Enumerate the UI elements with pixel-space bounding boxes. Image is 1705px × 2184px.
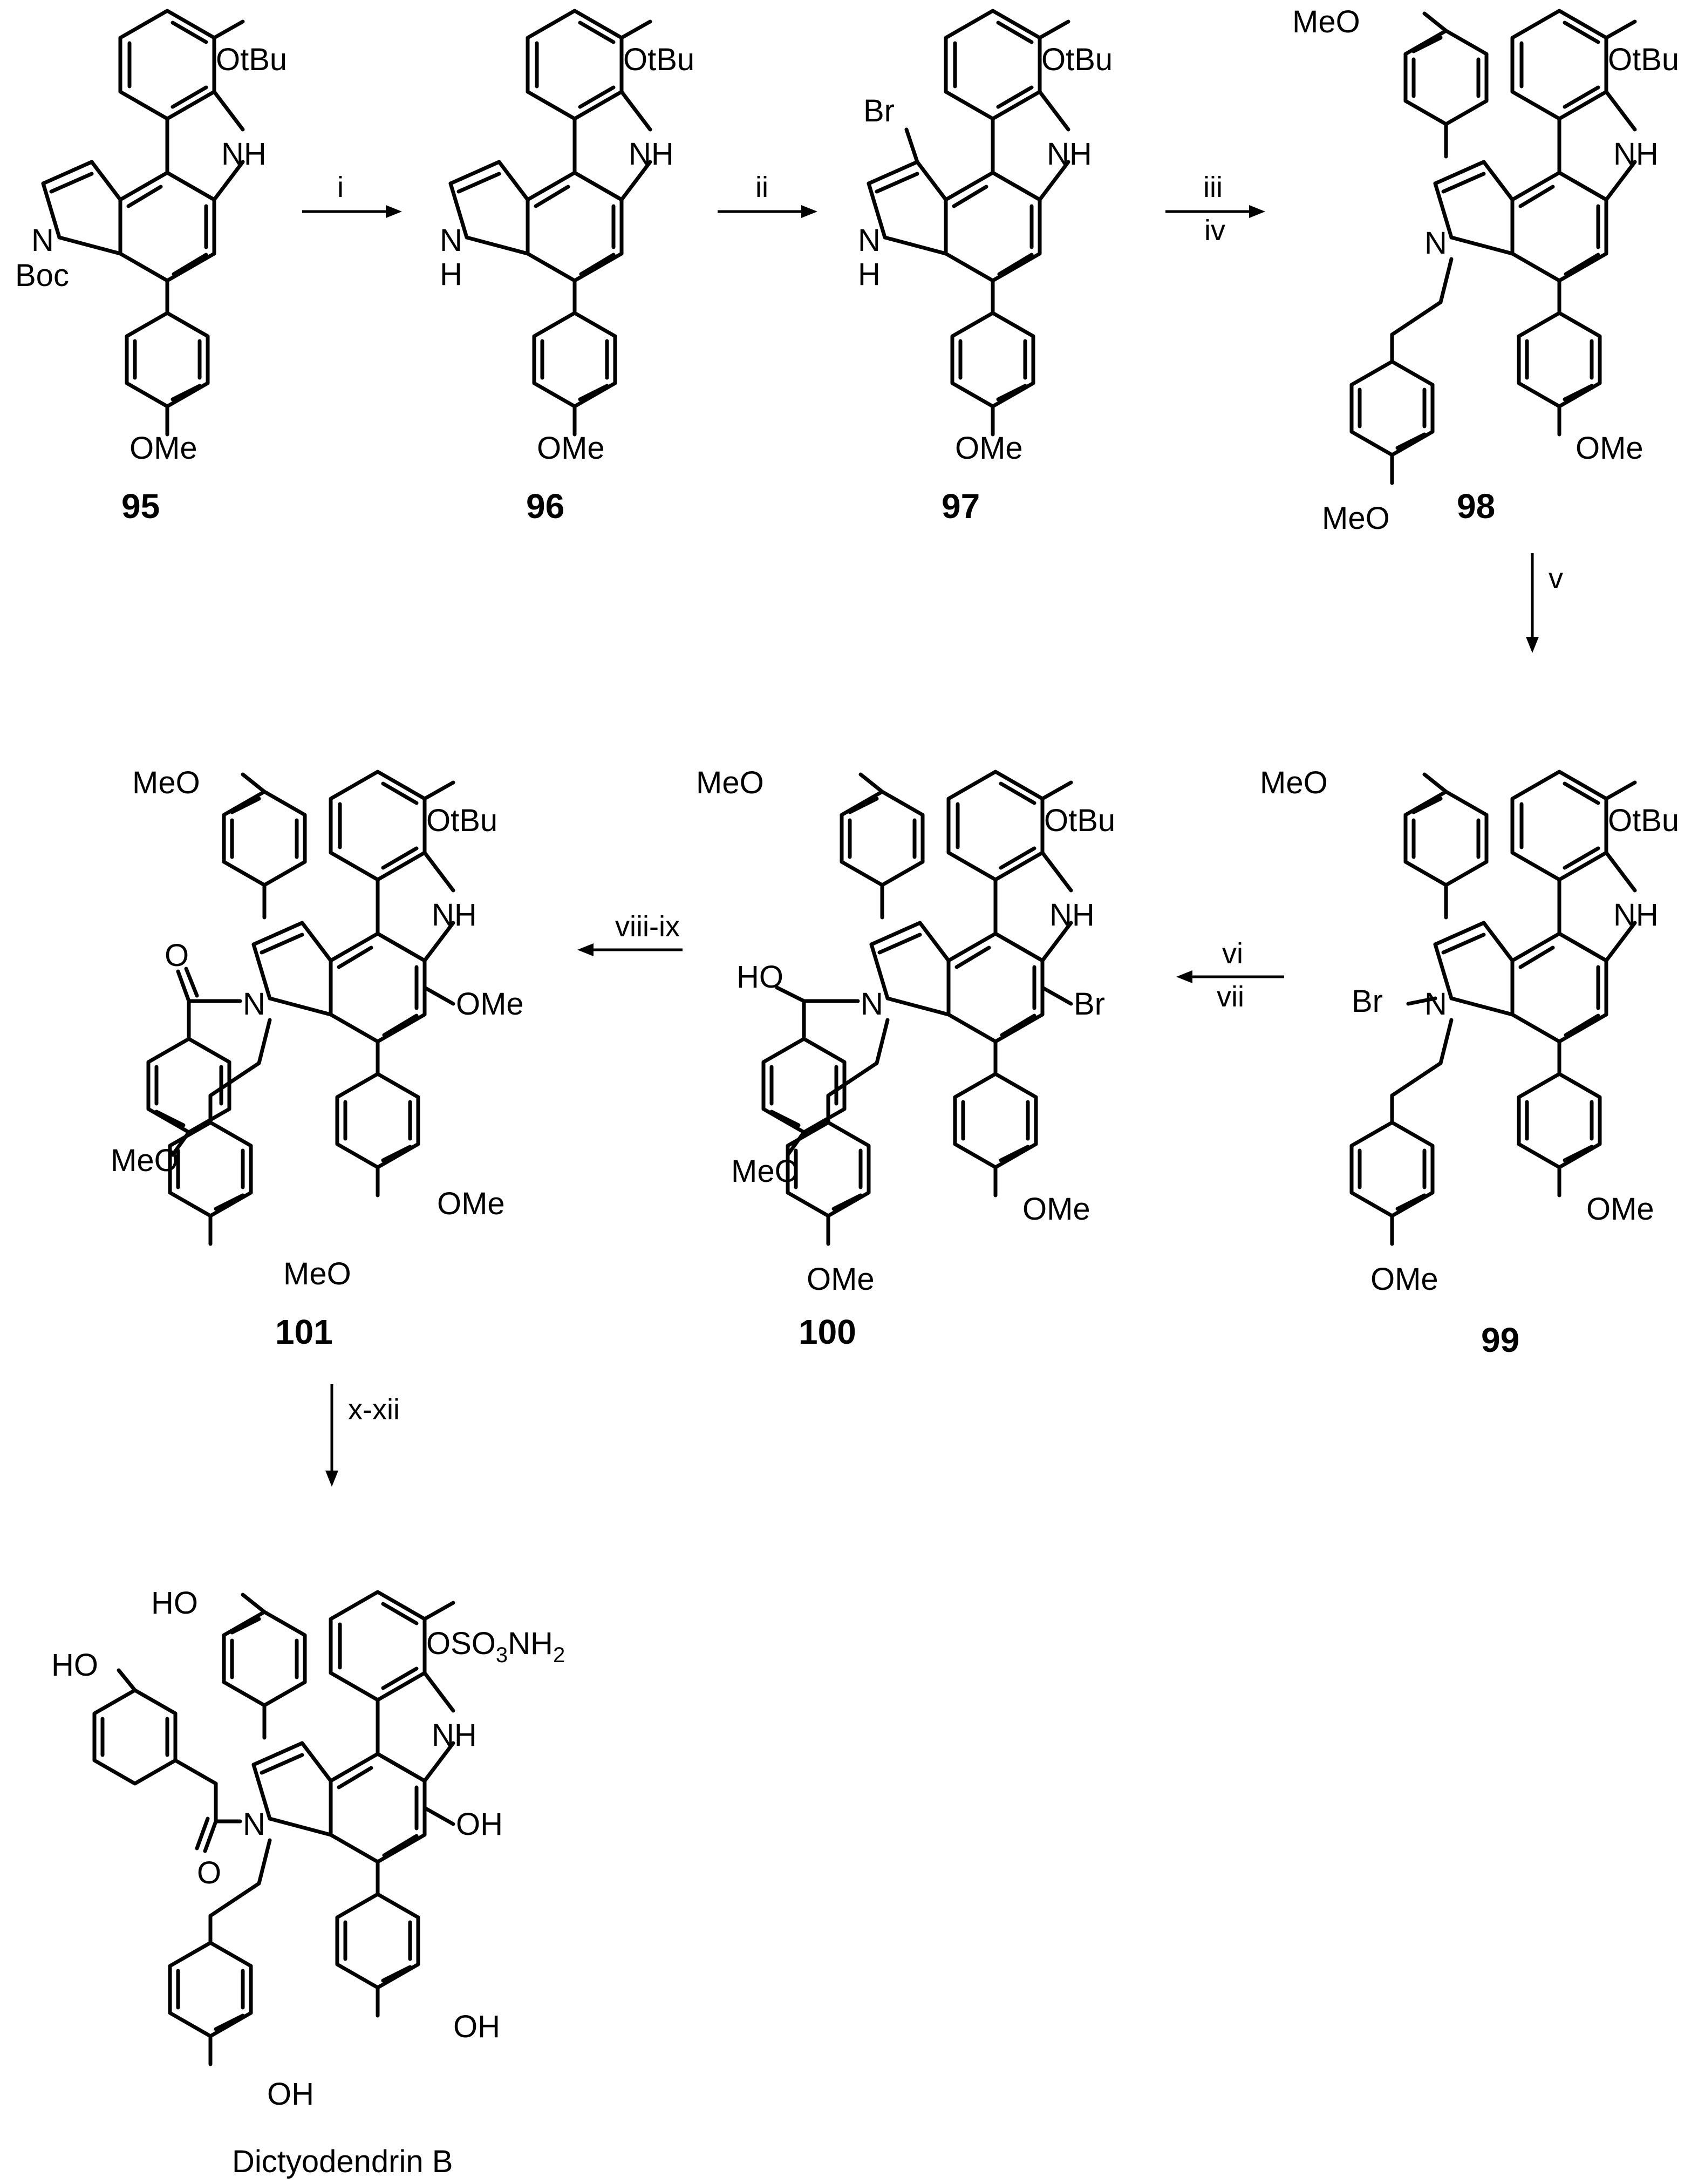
reagent-label: ii <box>755 171 768 203</box>
arrow-vi-vii: vi vii <box>1176 937 1284 1013</box>
compound-99: OtBu NH N Br MeO OMe OMe 99 <box>1260 765 1679 1359</box>
atom-label: H <box>858 257 881 292</box>
atom-label: OtBu <box>216 42 287 77</box>
atom-label: OtBu <box>623 42 694 77</box>
atom-label: MeO <box>132 765 200 800</box>
atom-label: N <box>861 986 883 1022</box>
atom-label: MeO <box>696 765 764 800</box>
arrow-iii-iv: iii iv <box>1165 171 1265 247</box>
atom-label: NH <box>1049 897 1095 933</box>
compound-96: OtBu NH N H OMe 96 <box>440 11 694 526</box>
compound-95: OtBu NH N Boc OMe 95 <box>15 11 287 526</box>
reagent-label: viii-ix <box>615 910 680 943</box>
atom-label: N <box>858 223 881 258</box>
atom-label: O <box>165 938 189 973</box>
atom-label: Br <box>863 93 895 128</box>
atom-label: OtBu <box>1041 42 1113 77</box>
atom-label: N <box>440 223 462 258</box>
compound-label: 98 <box>1457 487 1495 526</box>
reagent-label: iii <box>1203 171 1223 203</box>
atom-label: MeO <box>111 1143 179 1178</box>
atom-label: OMe <box>807 1262 875 1297</box>
atom-label: OMe <box>1586 1192 1654 1227</box>
atom-label: NH <box>629 137 674 172</box>
atom-label: OSO3NH2 <box>426 1626 565 1667</box>
compound-97: OtBu NH Br N H OMe 97 <box>858 11 1113 526</box>
atom-label: MeO <box>283 1256 351 1291</box>
atom-label: N <box>243 1807 265 1842</box>
atom-label: MeO <box>1322 501 1390 536</box>
atom-label: OMe <box>537 431 605 466</box>
atom-label: OMe <box>1576 431 1643 466</box>
atom-label: HO <box>736 960 783 995</box>
compound-label: Dictyodendrin B <box>232 2144 453 2179</box>
atom-label: HO <box>51 1648 98 1683</box>
compound-dictyodendrin-b: OSO3NH2 NH N O OH HO HO OH OH Dictyodend… <box>51 1586 565 2179</box>
reagent-label: vi <box>1222 937 1243 970</box>
atom-label: NH <box>432 897 477 933</box>
atom-label: N <box>1424 226 1447 261</box>
compound-label: 101 <box>275 1312 333 1351</box>
compound-101: OtBu NH N O OMe MeO MeO OMe MeO 101 <box>111 765 524 1351</box>
atom-label: O <box>197 1855 221 1890</box>
atom-label: NH <box>1613 897 1659 933</box>
atom-label: MeO <box>1260 765 1328 800</box>
atom-label: N <box>31 223 54 258</box>
atom-label: OtBu <box>1608 42 1679 77</box>
arrow-v: v <box>1526 553 1563 653</box>
compound-98: OtBu NH N MeO OMe MeO 98 <box>1292 4 1679 536</box>
atom-label: H <box>440 257 462 292</box>
atom-label: OtBu <box>1608 803 1679 838</box>
atom-label: MeO <box>731 1154 799 1189</box>
compound-100: OtBu NH N Br HO MeO MeO OMe OMe 100 <box>696 765 1115 1351</box>
atom-label: OH <box>267 2077 314 2112</box>
atom-label: OtBu <box>426 803 497 838</box>
atom-label: OMe <box>456 986 524 1022</box>
atom-label: NH <box>1613 137 1659 172</box>
compound-label: 95 <box>121 487 160 526</box>
compound-label: 99 <box>1481 1321 1519 1359</box>
arrow-viii-ix: viii-ix <box>577 910 683 956</box>
atom-label: OMe <box>1022 1192 1090 1227</box>
atom-label: OMe <box>129 431 197 466</box>
atom-label: NH <box>432 1718 477 1753</box>
reagent-label: x-xii <box>348 1393 400 1426</box>
atom-label: MeO <box>1292 4 1360 39</box>
atom-label: Br <box>1074 986 1105 1022</box>
atom-label: NH <box>221 137 267 172</box>
atom-label: OH <box>456 1807 503 1842</box>
atom-label: OMe <box>437 1186 505 1221</box>
atom-label: Boc <box>15 258 69 293</box>
atom-label: OH <box>453 2009 500 2044</box>
atom-label: N <box>1424 986 1447 1022</box>
atom-label: N <box>243 986 265 1022</box>
compound-label: 100 <box>799 1312 856 1351</box>
reagent-label: vii <box>1217 981 1244 1013</box>
reagent-label: iv <box>1204 214 1225 247</box>
atom-label: NH <box>1047 137 1092 172</box>
reagent-label: i <box>337 171 344 203</box>
atom-label: OMe <box>1370 1262 1438 1297</box>
arrow-ii: ii <box>718 171 817 218</box>
arrow-i: i <box>302 171 402 218</box>
reagent-label: v <box>1549 562 1563 595</box>
atom-label: OMe <box>955 431 1023 466</box>
atom-label: HO <box>151 1586 198 1621</box>
atom-label: OtBu <box>1044 803 1115 838</box>
compound-label: 96 <box>526 487 564 526</box>
compound-label: 97 <box>942 487 980 526</box>
arrow-x-xii: x-xii <box>325 1384 400 1487</box>
atom-label: Br <box>1352 984 1383 1019</box>
